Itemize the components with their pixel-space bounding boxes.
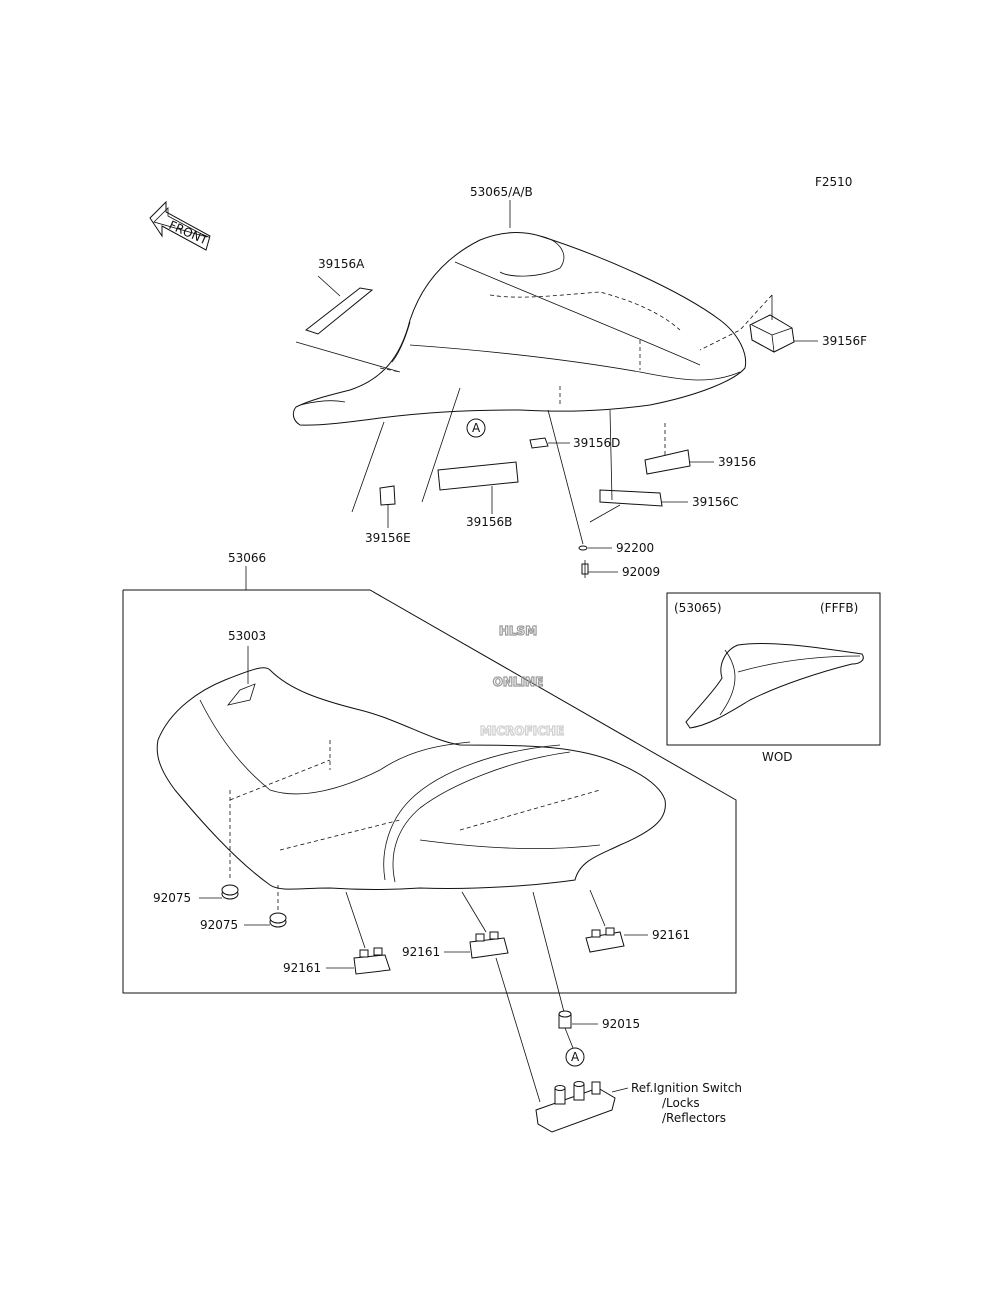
- inset-seat-cover: [685, 642, 864, 729]
- front-label: FRONT: [167, 218, 211, 248]
- label-92161-right: 92161: [652, 928, 690, 942]
- front-arrow-icon: FRONT: [149, 200, 211, 251]
- inset-frame: [666, 592, 881, 746]
- label-39156: 39156: [718, 455, 756, 469]
- label-92161-left: 92161: [283, 961, 321, 975]
- hook-92161-left: [353, 947, 391, 975]
- ref-locks: /Locks: [662, 1096, 700, 1110]
- inset-part: (53065): [674, 601, 722, 615]
- label-92200: 92200: [616, 541, 654, 555]
- pad-39156e: [379, 485, 396, 506]
- label-39156e: 39156E: [365, 531, 411, 545]
- label-39156b: 39156B: [466, 515, 512, 529]
- damper-92075-b: [269, 912, 287, 928]
- bolt-92009: [581, 560, 589, 578]
- collar-92015: [558, 1010, 572, 1029]
- label-39156d: 39156D: [573, 436, 620, 450]
- svg-text:ONLINE: ONLINE: [493, 675, 544, 689]
- hook-92161-mid: [469, 931, 509, 959]
- label-53003: 53003: [228, 629, 266, 643]
- ref-reflectors: /Reflectors: [662, 1111, 726, 1125]
- pad-39156c: [599, 489, 663, 507]
- label-39156c: 39156C: [692, 495, 739, 509]
- svg-text:HLSM: HLSM: [499, 624, 537, 638]
- callout-a-bottom: A: [571, 1050, 580, 1064]
- pad-39156b: [437, 461, 519, 491]
- pad-39156: [644, 449, 691, 475]
- label-39156f: 39156F: [822, 334, 867, 348]
- seat-assy-frame: [122, 589, 737, 994]
- seat-53003: [156, 667, 666, 890]
- label-92009: 92009: [622, 565, 660, 579]
- label-92161-mid: 92161: [402, 945, 440, 959]
- label-92075-b: 92075: [200, 918, 238, 932]
- watermark: HLSM ONLINE MICROFICHE: [479, 623, 565, 738]
- ignition-lock-base: [535, 1081, 616, 1133]
- rear-seat-cover: [292, 232, 747, 426]
- label-53066: 53066: [228, 551, 266, 565]
- hook-92161-right: [585, 927, 625, 953]
- pad-39156d: [529, 437, 549, 449]
- svg-text:MICROFICHE: MICROFICHE: [480, 724, 564, 738]
- damper-92075-a: [221, 884, 239, 900]
- pad-39156a: [304, 287, 374, 335]
- inset-caption: WOD: [762, 750, 793, 764]
- label-53065: 53065/A/B: [470, 185, 533, 199]
- callout-a-top: A: [472, 421, 481, 435]
- pad-39156f: [749, 314, 795, 353]
- figure-code: F2510: [815, 175, 852, 189]
- label-92015: 92015: [602, 1017, 640, 1031]
- ref-ignition-switch: Ref.Ignition Switch: [631, 1081, 742, 1095]
- inset-code: (FFFB): [820, 601, 858, 615]
- label-92075-a: 92075: [153, 891, 191, 905]
- label-39156a: 39156A: [318, 257, 365, 271]
